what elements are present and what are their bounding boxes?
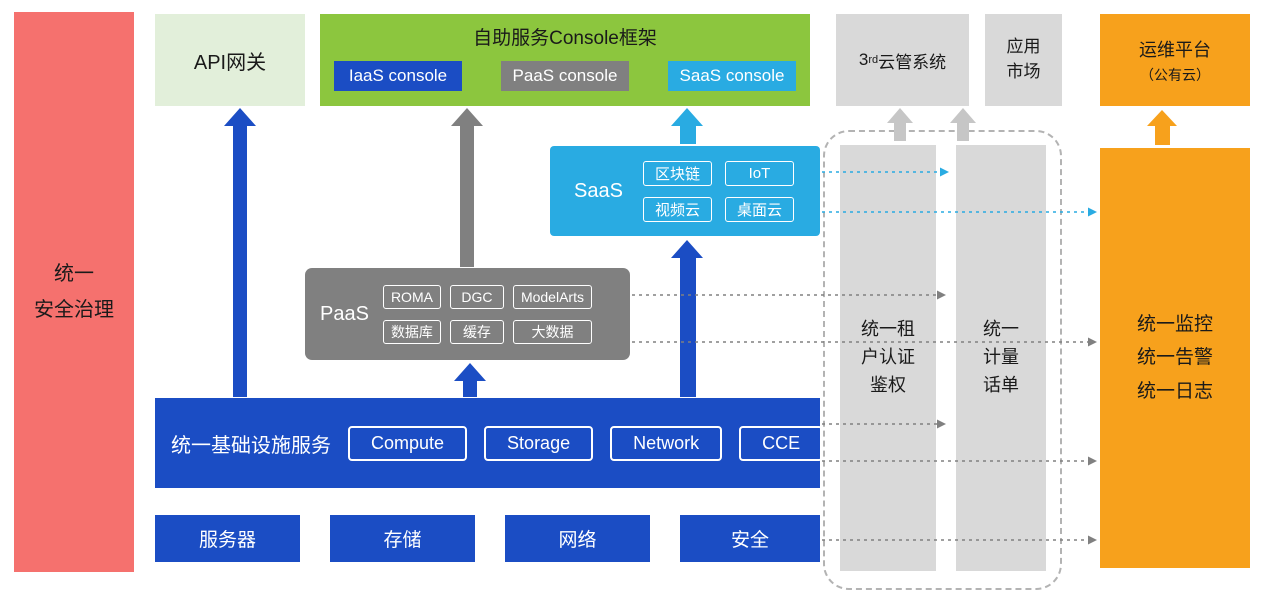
infrastructure-box: 统一基础设施服务 Compute Storage Network CCE <box>155 398 824 488</box>
third-party-suffix: 云管系统 <box>878 52 947 72</box>
third-party-prefix: 3 <box>858 50 869 69</box>
saas-label: SaaS <box>574 179 623 202</box>
base-box-server: 服务器 <box>155 515 300 562</box>
paas-console-button: PaaS console <box>501 61 629 91</box>
om-platform-title: 运维平台 <box>1139 39 1211 60</box>
infrastructure-label: 统一基础设施服务 <box>171 434 331 457</box>
om-platform-box: 运维平台 （公有云） <box>1100 14 1250 106</box>
tenant-auth-bar: 统一租 户认证 鉴权 <box>840 145 936 571</box>
infra-item-compute: Compute <box>348 425 468 461</box>
paas-box: PaaS ROMA DGC ModelArts 数据库 缓存 大数据 <box>305 268 630 360</box>
arrow-infra-to-api-gateway <box>224 108 256 397</box>
console-buttons-row: IaaS console PaaS console SaaS console <box>320 61 810 91</box>
infra-item-cce: CCE <box>739 425 824 461</box>
saas-item-video-cloud: 视频云 <box>642 196 712 222</box>
arrow-infra-to-saas <box>671 240 703 397</box>
iaas-console-button: IaaS console <box>334 61 462 91</box>
saas-item-desktop-cloud: 桌面云 <box>724 196 794 222</box>
third-party-superscript: rd <box>868 54 879 66</box>
base-box-security: 安全 <box>680 515 820 562</box>
console-frame-box: 自助服务Console框架 IaaS console PaaS console … <box>320 14 810 106</box>
arrow-paas-to-console <box>451 108 483 267</box>
base-box-network: 网络 <box>505 515 650 562</box>
api-gateway-box: API网关 <box>155 14 305 106</box>
monitoring-alarm-log-box: 统一监控 统一告警 统一日志 <box>1100 148 1250 568</box>
paas-item-modelarts: ModelArts <box>512 284 592 309</box>
security-governance-bar: 统一 安全治理 <box>14 12 134 572</box>
paas-item-dgc: DGC <box>449 284 504 309</box>
saas-item-blockchain: 区块链 <box>642 160 712 186</box>
arrow-monitor-to-om-platform <box>1147 110 1177 145</box>
app-market-box: 应用 市场 <box>985 14 1062 106</box>
infra-item-network: Network <box>610 425 723 461</box>
infra-item-storage: Storage <box>484 425 594 461</box>
saas-item-iot: IoT <box>724 160 794 186</box>
saas-box: SaaS 区块链 IoT 视频云 桌面云 <box>550 146 820 236</box>
saas-console-button: SaaS console <box>668 61 796 91</box>
paas-label: PaaS <box>320 302 369 325</box>
paas-item-roma: ROMA <box>382 284 441 309</box>
infrastructure-items-row: Compute Storage Network CCE <box>348 425 824 461</box>
base-box-storage: 存储 <box>330 515 475 562</box>
arrow-saas-to-console <box>671 108 703 144</box>
saas-items-grid: 区块链 IoT 视频云 桌面云 <box>642 160 794 222</box>
paas-item-database: 数据库 <box>382 319 441 344</box>
paas-items-grid: ROMA DGC ModelArts 数据库 缓存 大数据 <box>382 284 592 344</box>
paas-item-cache: 缓存 <box>449 319 504 344</box>
metering-billing-bar: 统一 计量 话单 <box>956 145 1046 571</box>
shared-services-dashed-container <box>823 130 1062 590</box>
arrow-infra-to-paas <box>454 363 486 397</box>
paas-item-bigdata: 大数据 <box>512 319 592 344</box>
om-platform-subtitle: （公有云） <box>1140 66 1210 83</box>
console-frame-title: 自助服务Console框架 <box>473 28 657 49</box>
